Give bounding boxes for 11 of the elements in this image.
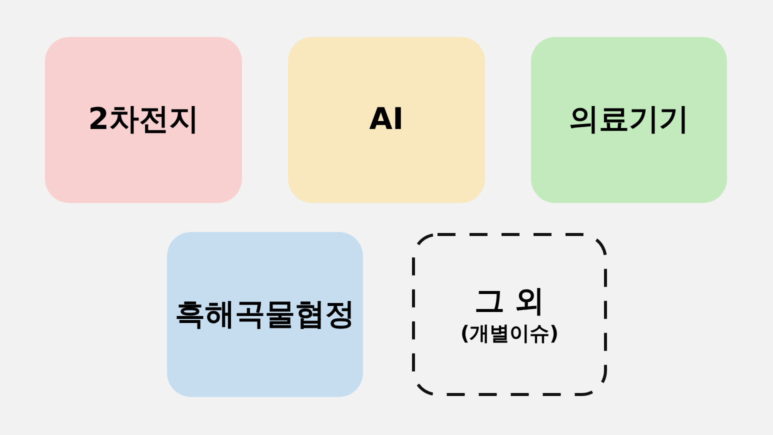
dashed-category-card <box>412 233 607 396</box>
card-title: 2차전지 <box>88 102 199 138</box>
card-title: 흑해곡물협정 <box>175 296 355 332</box>
category-card <box>45 37 242 203</box>
category-card <box>531 37 727 203</box>
category-card <box>167 232 363 397</box>
card-title: 의료기기 <box>569 102 689 138</box>
card-title: AI <box>369 102 404 138</box>
category-card <box>288 37 485 203</box>
card-title: 그 외 <box>474 284 545 320</box>
card-subtitle: (개별이슈) <box>460 320 559 346</box>
